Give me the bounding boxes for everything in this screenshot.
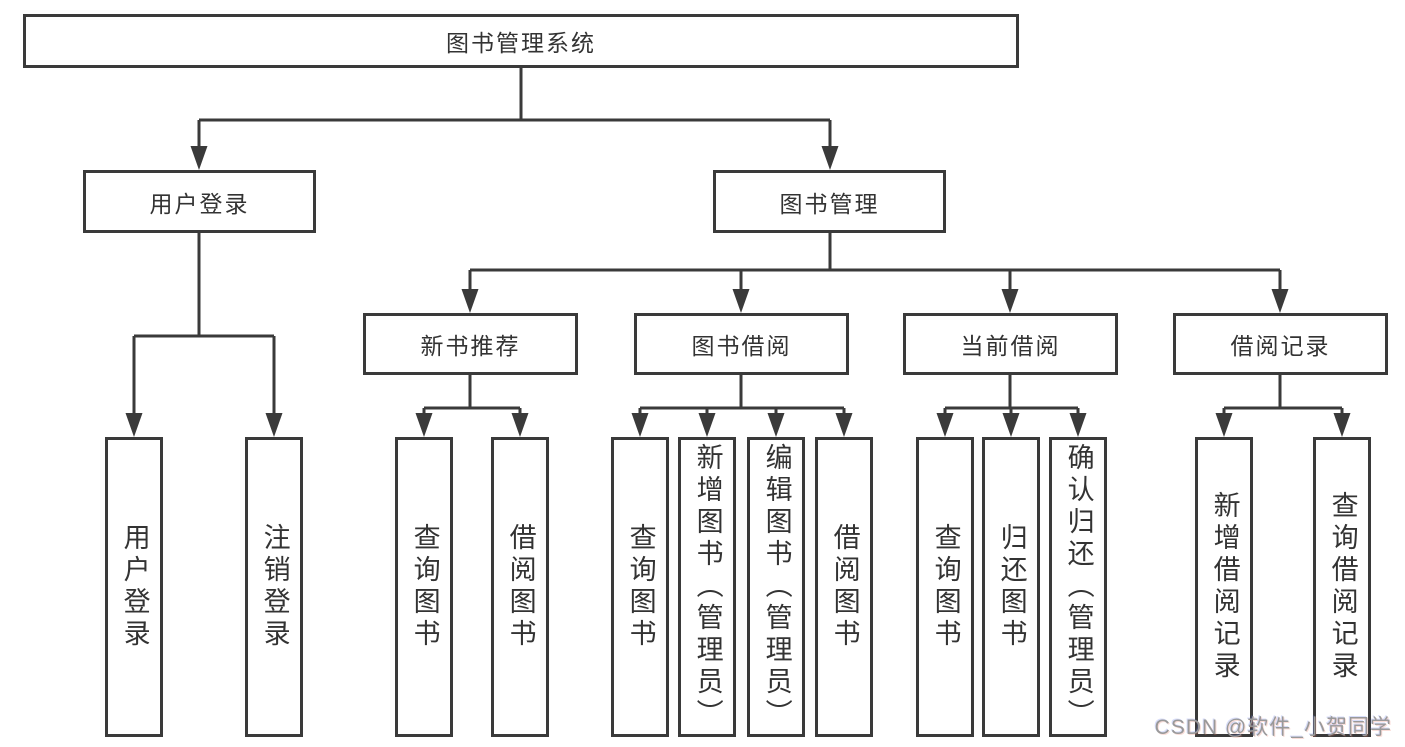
leaf-confirm-return-admin-label: 确认归还（管理员）	[1063, 443, 1094, 731]
connector-book-management-to-level3	[461, 233, 1289, 313]
leaf-query-book-recommend: 查询图书	[395, 437, 453, 737]
node-new-book-recommend-label: 新书推荐	[420, 333, 521, 359]
leaf-query-borrow-record: 查询借阅记录	[1313, 437, 1371, 737]
node-book-management: 图书管理	[713, 170, 946, 233]
leaf-return-book-label: 归还图书	[996, 523, 1027, 651]
node-borrow-records-label: 借阅记录	[1230, 333, 1331, 359]
leaf-borrow-book: 借阅图书	[815, 437, 873, 737]
leaf-query-current-borrow: 查询图书	[916, 437, 974, 737]
node-new-book-recommend: 新书推荐	[363, 313, 578, 375]
leaf-query-book-borrow-label: 查询图书	[625, 523, 656, 651]
arrow-head	[698, 413, 716, 437]
leaf-borrow-book-label: 借阅图书	[829, 523, 860, 651]
leaf-borrow-book-recommend-label: 借阅图书	[505, 523, 536, 651]
node-user-login-label: 用户登录	[149, 190, 250, 217]
leaf-confirm-return-admin: 确认归还（管理员）	[1049, 437, 1107, 737]
arrow-head	[1002, 413, 1020, 437]
leaf-query-book-recommend-label: 查询图书	[409, 523, 440, 651]
leaf-borrow-book-recommend: 借阅图书	[491, 437, 549, 737]
leaf-logout-label: 注销登录	[259, 523, 290, 651]
node-current-borrow: 当前借阅	[903, 313, 1118, 375]
arrow-head	[1333, 413, 1351, 437]
arrow-head	[125, 413, 143, 437]
arrow-head	[1069, 413, 1087, 437]
node-root-label: 图书管理系统	[446, 30, 596, 56]
connector-book-borrow-to-leaves	[631, 375, 853, 437]
leaf-add-book-admin: 新增图书（管理员）	[678, 437, 736, 737]
leaf-add-borrow-record-label: 新增借阅记录	[1209, 491, 1240, 683]
arrow-head	[821, 146, 839, 170]
arrow-head	[461, 289, 479, 313]
arrow-head	[835, 413, 853, 437]
arrow-head	[415, 413, 433, 437]
leaf-add-borrow-record: 新增借阅记录	[1195, 437, 1253, 737]
leaf-edit-book-admin: 编辑图书（管理员）	[747, 437, 805, 737]
leaf-user-login-label: 用户登录	[119, 523, 150, 651]
node-root: 图书管理系统	[23, 14, 1019, 68]
leaf-query-borrow-record-label: 查询借阅记录	[1327, 491, 1358, 683]
csdn-watermark: CSDN @软件_小贺同学	[1154, 716, 1392, 739]
node-borrow-records: 借阅记录	[1173, 313, 1388, 375]
leaf-query-current-borrow-label: 查询图书	[930, 523, 961, 651]
leaf-add-book-admin-label: 新增图书（管理员）	[692, 443, 723, 731]
node-book-borrow: 图书借阅	[634, 313, 849, 375]
connector-new-book-recommend-to-leaves	[415, 375, 529, 437]
connector-user-login-to-leaves	[125, 233, 283, 437]
arrow-head	[1215, 413, 1233, 437]
arrow-head	[1001, 289, 1019, 313]
arrow-head	[511, 413, 529, 437]
node-user-login: 用户登录	[83, 170, 316, 233]
leaf-query-book-borrow: 查询图书	[611, 437, 669, 737]
node-book-borrow-label: 图书借阅	[691, 333, 792, 359]
connector-root-to-level2	[190, 68, 839, 170]
arrow-head	[1271, 289, 1289, 313]
leaf-edit-book-admin-label: 编辑图书（管理员）	[761, 443, 792, 731]
arrow-head	[936, 413, 954, 437]
leaf-return-book: 归还图书	[982, 437, 1040, 737]
arrow-head	[265, 413, 283, 437]
arrow-head	[732, 289, 750, 313]
node-current-borrow-label: 当前借阅	[960, 333, 1061, 359]
leaf-logout: 注销登录	[245, 437, 303, 737]
arrow-head	[631, 413, 649, 437]
arrow-head	[767, 413, 785, 437]
connector-current-borrow-to-leaves	[936, 375, 1087, 437]
node-book-management-label: 图书管理	[779, 190, 880, 217]
leaf-user-login: 用户登录	[105, 437, 163, 737]
connector-borrow-records-to-leaves	[1215, 375, 1351, 437]
arrow-head	[190, 146, 208, 170]
